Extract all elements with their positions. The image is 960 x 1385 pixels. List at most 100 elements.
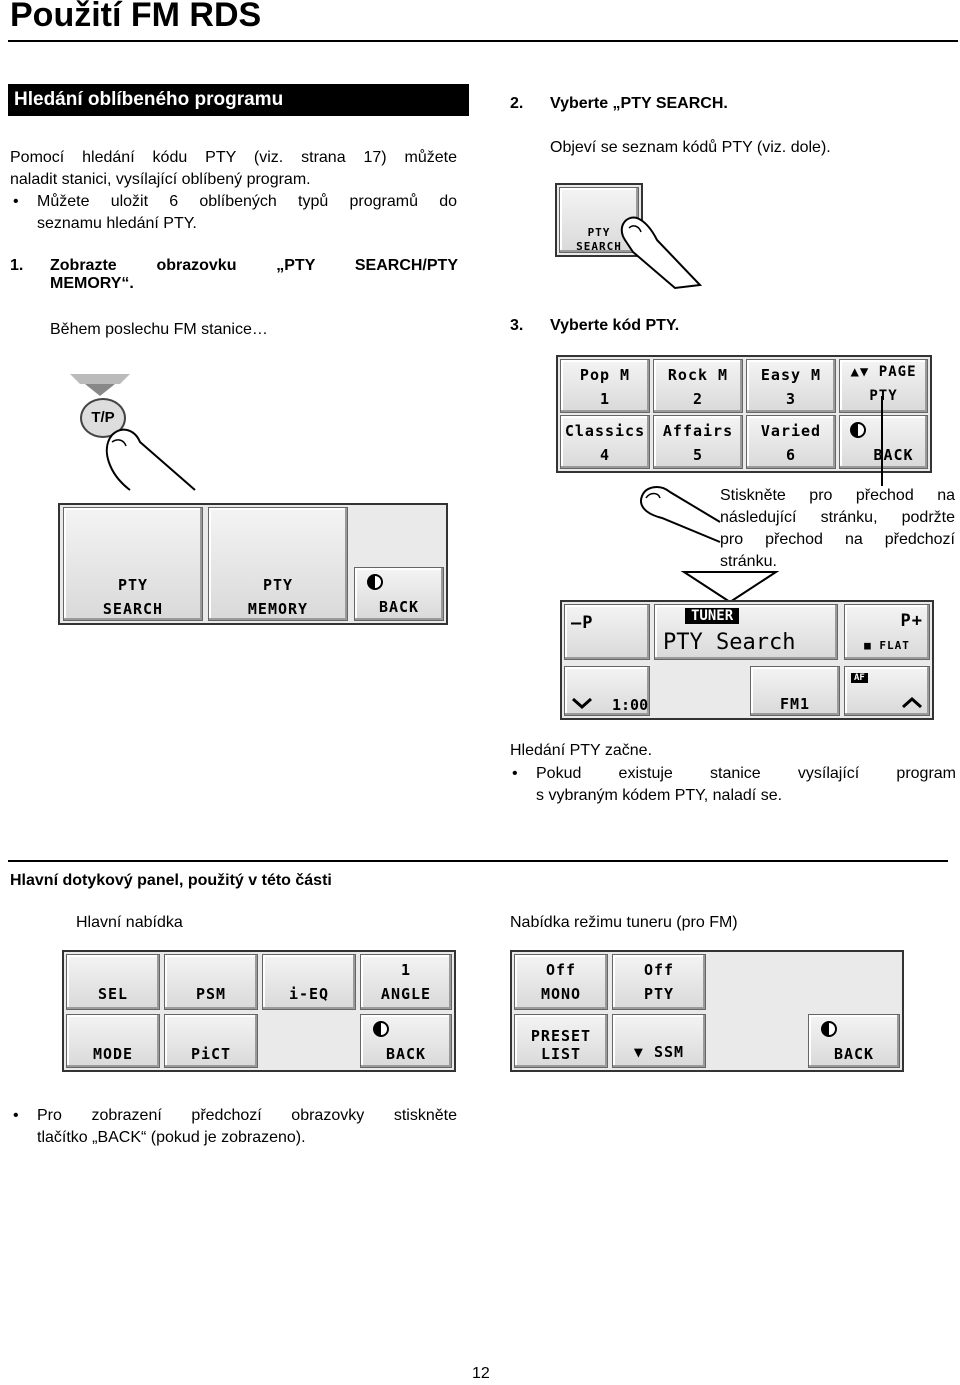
ieq-label: i-EQ bbox=[288, 985, 330, 1003]
mono-label: MONO bbox=[540, 985, 582, 1003]
mode-button[interactable]: MODE bbox=[66, 1014, 160, 1068]
intro-bullet-line-1: Můžete uložit 6 oblíbených typů programů… bbox=[13, 191, 457, 213]
page-note-line-1: Stiskněte pro přechod na bbox=[720, 487, 955, 504]
pty-state: Off bbox=[643, 961, 675, 979]
tuner-back-label: BACK bbox=[833, 1045, 875, 1063]
minus-p-label: –P bbox=[571, 613, 594, 633]
pty-code-5-button[interactable]: Affairs 5 bbox=[653, 415, 743, 469]
pty-label: PTY bbox=[643, 985, 675, 1003]
knob-icon bbox=[850, 422, 866, 438]
step-2-subtext: Objeví se seznam kódů PTY (viz. dole). bbox=[550, 139, 831, 156]
title-divider bbox=[8, 40, 958, 42]
pty-code-3-number: 3 bbox=[785, 390, 797, 408]
flat-label: ■ FLAT bbox=[864, 639, 910, 652]
mode-label: MODE bbox=[92, 1045, 134, 1063]
arrow-down-icon bbox=[680, 571, 780, 604]
pty-standby-button[interactable]: Off PTY bbox=[612, 954, 706, 1010]
mono-button[interactable]: Off MONO bbox=[514, 954, 608, 1010]
pty-code-3-name: Easy M bbox=[760, 366, 822, 384]
ssm-text: SSM bbox=[653, 1043, 685, 1061]
preset-list-button[interactable]: PRESET LIST bbox=[514, 1014, 608, 1068]
pty-memory-button[interactable]: PTY MEMORY bbox=[208, 507, 348, 621]
footer-bullet-line-2: tlačítko „BACK“ (pokud je zobrazeno). bbox=[37, 1129, 306, 1146]
tuner-menu-label: Nabídka režimu tuneru (pro FM) bbox=[510, 914, 738, 931]
pty-code-1-number: 1 bbox=[599, 390, 611, 408]
flat-text: FLAT bbox=[879, 639, 910, 652]
pty-back-button[interactable]: BACK bbox=[839, 415, 928, 469]
pty-search-button[interactable]: PTY SEARCH bbox=[63, 507, 203, 621]
pty-code-6-number: 6 bbox=[785, 446, 797, 464]
main-menu-screen: SEL PSM i-EQ 1 ANGLE MODE PiCT BACK bbox=[62, 950, 456, 1072]
ssm-label: ▼ SSM bbox=[633, 1043, 685, 1061]
mono-state: Off bbox=[545, 961, 577, 979]
pty-code-2-name: Rock M bbox=[667, 366, 729, 384]
pty-code-6-name: Varied bbox=[760, 422, 822, 440]
small-button-line-2: SEARCH bbox=[576, 240, 622, 253]
page-button[interactable]: ▲▼ PAGE PTY bbox=[839, 359, 928, 413]
pty-code-2-button[interactable]: Rock M 2 bbox=[653, 359, 743, 413]
tuner-back-button[interactable]: BACK bbox=[808, 1014, 900, 1068]
section-title: Hledání oblíbeného programu bbox=[8, 84, 469, 116]
pty-code-1-name: Pop M bbox=[579, 366, 631, 384]
page-label-text: PAGE bbox=[878, 364, 917, 380]
main-menu-label: Hlavní nabídka bbox=[76, 914, 183, 931]
pty-memory-line-1: PTY bbox=[262, 576, 294, 594]
step-2-text: Vyberte „PTY SEARCH. bbox=[550, 95, 728, 112]
prev-preset-button[interactable]: –P bbox=[564, 604, 650, 660]
angle-button[interactable]: 1 ANGLE bbox=[360, 954, 452, 1010]
angle-label: ANGLE bbox=[380, 985, 432, 1003]
next-preset-button[interactable]: P+ ■ FLAT bbox=[844, 604, 930, 660]
pty-code-5-name: Affairs bbox=[662, 422, 734, 440]
panel-divider bbox=[8, 860, 948, 862]
finger-icon-3 bbox=[640, 486, 721, 543]
step-2: 2. Vyberte „PTY SEARCH. bbox=[510, 95, 728, 113]
preset-label: PRESET bbox=[530, 1027, 592, 1045]
psm-button[interactable]: PSM bbox=[164, 954, 258, 1010]
pty-code-screen: Pop M 1 Rock M 2 Easy M 3 ▲▼ PAGE PTY Cl… bbox=[556, 355, 932, 473]
pty-search-line-2: SEARCH bbox=[102, 600, 164, 618]
pty-code-1-button[interactable]: Pop M 1 bbox=[560, 359, 650, 413]
chevron-up-icon bbox=[902, 697, 922, 709]
knob-icon bbox=[821, 1021, 837, 1037]
small-button-line-1: PTY bbox=[587, 226, 611, 239]
clock-display: 1:00 bbox=[612, 696, 649, 714]
step-1-number: 1. bbox=[10, 257, 24, 274]
arrow-down-icon bbox=[70, 374, 130, 384]
back-label: BACK bbox=[378, 598, 420, 616]
pty-back-label: BACK bbox=[873, 446, 914, 464]
plus-p-label: P+ bbox=[900, 611, 923, 631]
step-3-number: 3. bbox=[510, 317, 524, 334]
step-1-text-line-1: Zobrazte obrazovku „PTY SEARCH/PTY bbox=[50, 257, 458, 274]
psm-label: PSM bbox=[195, 985, 227, 1003]
angle-value: 1 bbox=[400, 961, 412, 979]
list-label: LIST bbox=[540, 1045, 582, 1063]
pty-code-3-button[interactable]: Easy M 3 bbox=[746, 359, 836, 413]
pict-button[interactable]: PiCT bbox=[164, 1014, 258, 1068]
ieq-button[interactable]: i-EQ bbox=[262, 954, 356, 1010]
pict-label: PiCT bbox=[190, 1045, 232, 1063]
pty-menu-screen: PTY SEARCH PTY MEMORY BACK bbox=[58, 503, 448, 625]
ssm-button[interactable]: ▼ SSM bbox=[612, 1014, 706, 1068]
callout-line bbox=[881, 396, 883, 486]
main-back-button[interactable]: BACK bbox=[360, 1014, 452, 1068]
seek-up-button[interactable]: AF bbox=[844, 666, 930, 716]
page-note-line-3: pro přechod na předchozí bbox=[720, 531, 955, 548]
pty-code-2-number: 2 bbox=[692, 390, 704, 408]
finger-icon bbox=[105, 428, 196, 491]
back-button[interactable]: BACK bbox=[354, 567, 444, 621]
page-sub-label: PTY bbox=[869, 388, 898, 404]
pty-code-4-name: Classics bbox=[564, 422, 646, 440]
band-label: FM1 bbox=[779, 695, 811, 713]
step-1: 1. Zobrazte obrazovku „PTY SEARCH/PTY ME… bbox=[10, 257, 458, 293]
seek-down-button[interactable] bbox=[564, 666, 650, 716]
result-line: Hledání PTY začne. bbox=[510, 742, 653, 759]
step-3-text: Vyberte kód PTY. bbox=[550, 317, 680, 334]
sel-button[interactable]: SEL bbox=[66, 954, 160, 1010]
pty-code-4-button[interactable]: Classics 4 bbox=[560, 415, 650, 469]
pty-memory-line-2: MEMORY bbox=[247, 600, 309, 618]
knob-icon bbox=[373, 1021, 389, 1037]
step-3: 3. Vyberte kód PTY. bbox=[510, 317, 679, 335]
pty-code-6-button[interactable]: Varied 6 bbox=[746, 415, 836, 469]
band-button[interactable]: FM1 bbox=[750, 666, 840, 716]
chevron-down-icon bbox=[572, 697, 592, 709]
